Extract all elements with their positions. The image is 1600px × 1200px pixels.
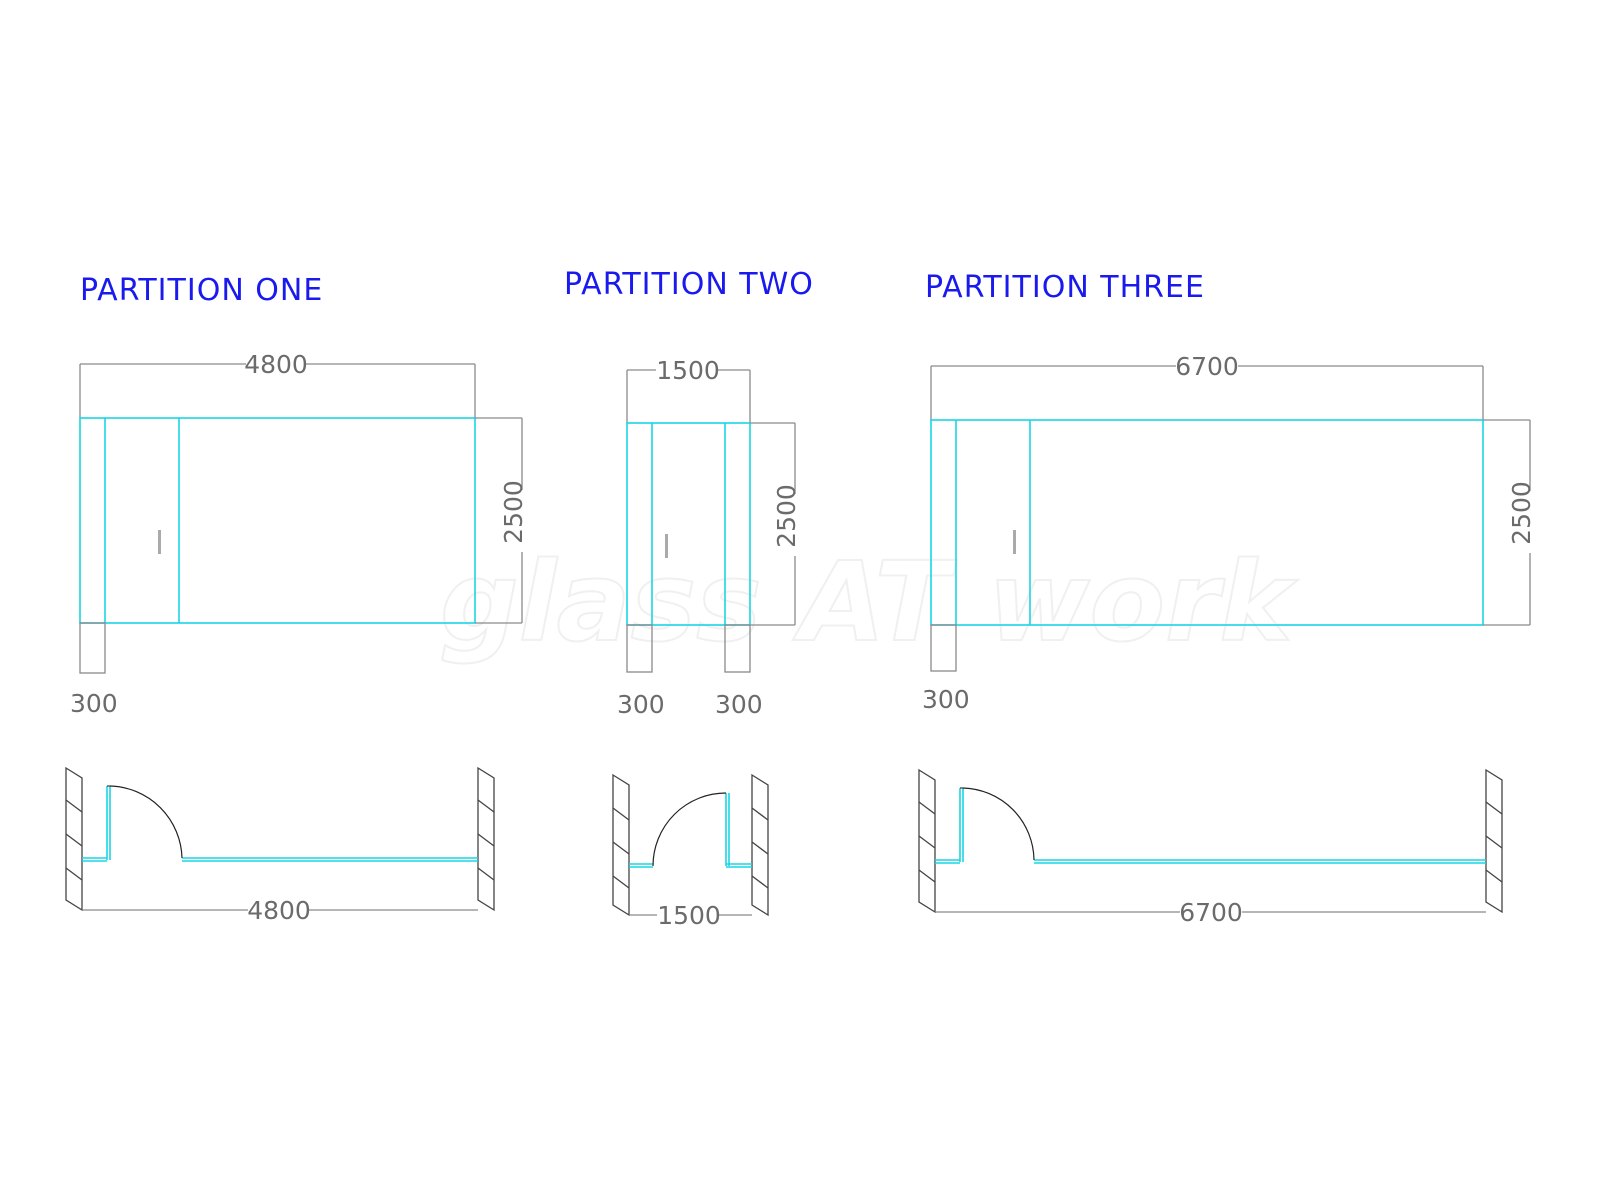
door-handle (158, 530, 161, 554)
elevation-view: 6700 300 2500 (922, 352, 1543, 714)
plan-view: 6700 (918, 768, 1503, 927)
height-dimension-label: 2500 (1507, 481, 1536, 545)
partition-one: PARTITION ONE 4800 300 2500 (65, 273, 535, 925)
return-dimension-label: 300 (715, 690, 763, 719)
height-dimension-label: 2500 (499, 480, 528, 544)
partition-two: PARTITION TWO 1500 300 300 2500 (564, 267, 814, 930)
elevation-view: 4800 300 2500 (70, 350, 535, 718)
return-dimension-label: 300 (70, 689, 118, 718)
plan-width-dimension-label: 1500 (657, 901, 721, 930)
width-dimension-label: 4800 (244, 350, 308, 379)
door-handle (665, 534, 668, 558)
partition-title: PARTITION THREE (925, 270, 1205, 305)
partition-three: PARTITION THREE 6700 300 2500 (918, 270, 1543, 927)
door-handle (1013, 530, 1016, 554)
watermark: glass AT work (440, 538, 1298, 666)
width-dimension-label: 1500 (656, 356, 720, 385)
plan-width-dimension-label: 4800 (247, 896, 311, 925)
partition-title: PARTITION TWO (564, 267, 814, 302)
plan-view: 4800 (65, 766, 495, 925)
partition-title: PARTITION ONE (80, 273, 323, 308)
elevation-view: 1500 300 300 2500 (617, 356, 808, 719)
return-dimension-label: 300 (617, 690, 665, 719)
plan-width-dimension-label: 6700 (1179, 898, 1243, 927)
return-dimension-label: 300 (922, 685, 970, 714)
width-dimension-label: 6700 (1175, 352, 1239, 381)
plan-view: 1500 (612, 773, 769, 930)
height-dimension-label: 2500 (772, 484, 801, 548)
